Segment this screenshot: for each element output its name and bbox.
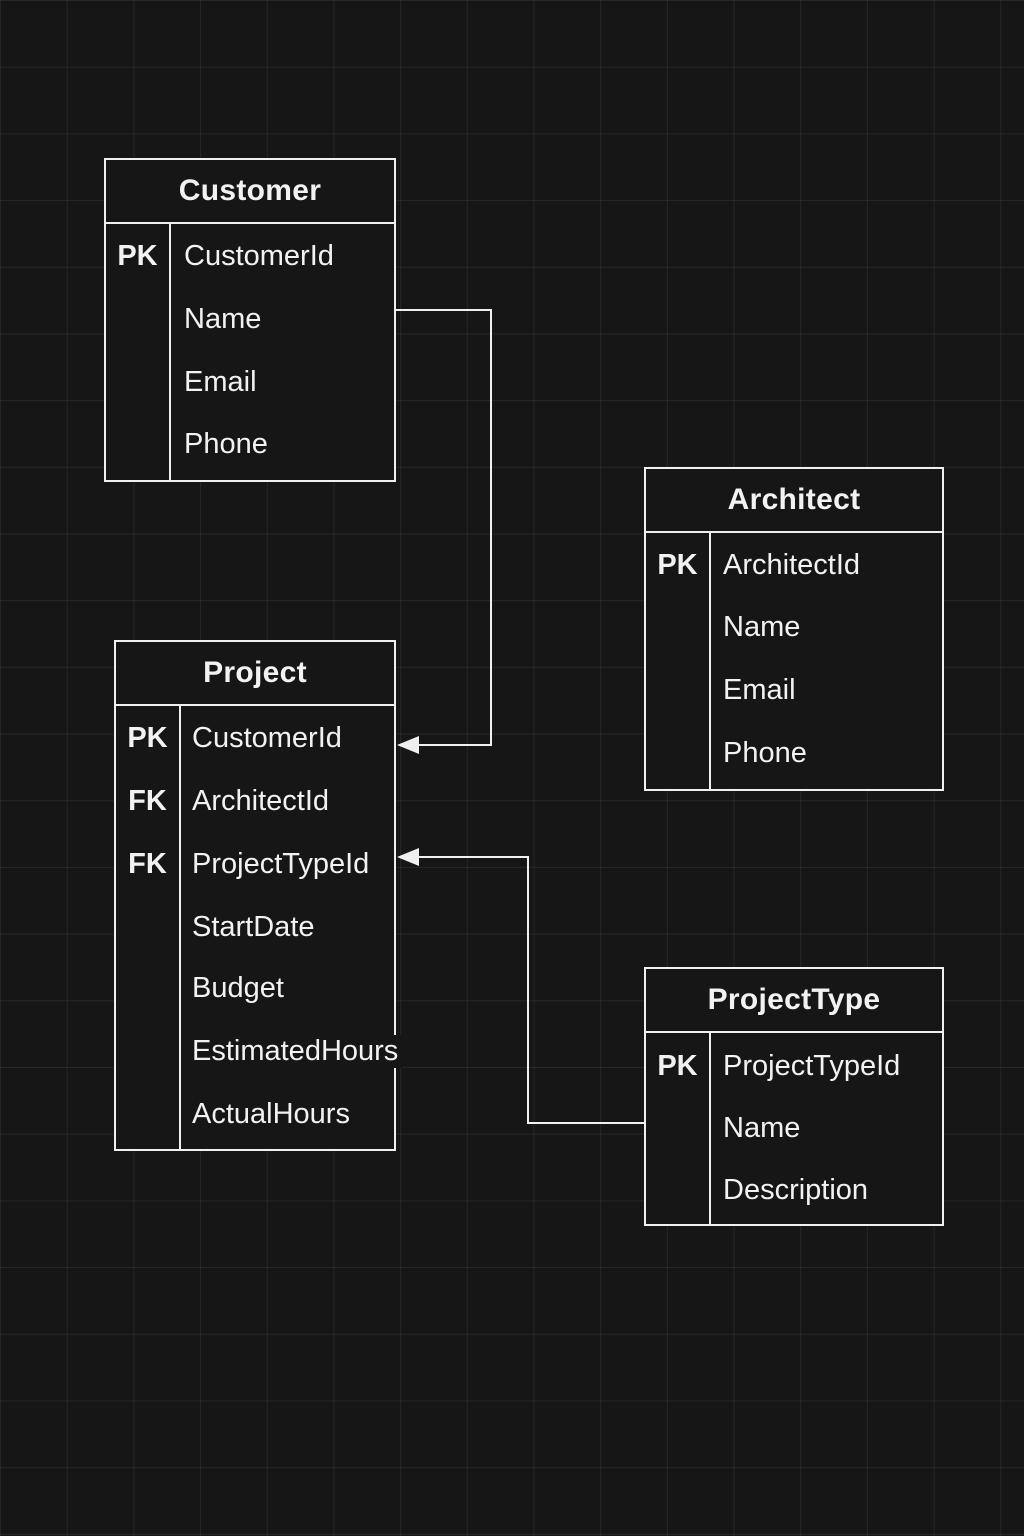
entity-customer[interactable]: Customer PK CustomerId Name Email Phone [104, 158, 396, 482]
entity-title: ProjectType [646, 969, 942, 1033]
attribute-name: Phone [723, 737, 807, 769]
fk-label: FK [128, 785, 167, 817]
attribute-name: Name [723, 1112, 801, 1144]
attribute-name: Name [184, 303, 262, 335]
attribute-name: ArchitectId [723, 549, 860, 581]
key-column [106, 224, 171, 482]
customer-project-arrowhead [397, 736, 419, 754]
attribute-name: Name [723, 611, 801, 643]
entity-title: Project [116, 642, 394, 706]
entity-title: Customer [106, 160, 394, 224]
key-column [646, 1033, 711, 1226]
attribute-name: StartDate [192, 911, 315, 943]
entity-project[interactable]: Project PK CustomerId FK ArchitectId FK … [114, 640, 403, 1151]
attribute-name: CustomerId [184, 240, 334, 272]
projecttype-project-connector [410, 856, 645, 1124]
key-column [116, 706, 181, 1151]
customer-project-connector [396, 309, 492, 746]
attribute-name: CustomerId [192, 722, 342, 754]
pk-label: PK [117, 240, 158, 272]
fk-label: FK [128, 848, 167, 880]
pk-label: PK [657, 1050, 698, 1082]
pk-label: PK [127, 722, 168, 754]
attribute-name: ArchitectId [192, 785, 329, 817]
attribute-name: ActualHours [192, 1098, 350, 1130]
pk-label: PK [657, 549, 698, 581]
attribute-name: ProjectTypeId [723, 1050, 901, 1082]
entity-projecttype[interactable]: ProjectType PK ProjectTypeId Name Descri… [644, 967, 944, 1226]
entity-title: Architect [646, 469, 942, 533]
attribute-name: ProjectTypeId [192, 848, 370, 880]
attribute-name: Email [723, 674, 796, 706]
key-column [646, 533, 711, 791]
attribute-name: EstimatedHours [192, 1035, 403, 1068]
attribute-name: Email [184, 366, 257, 398]
attribute-name: Description [723, 1174, 869, 1206]
entity-architect[interactable]: Architect PK ArchitectId Name Email Phon… [644, 467, 944, 791]
attribute-name: Budget [192, 972, 284, 1004]
attribute-name: Phone [184, 428, 268, 460]
projecttype-project-arrowhead [397, 848, 419, 866]
